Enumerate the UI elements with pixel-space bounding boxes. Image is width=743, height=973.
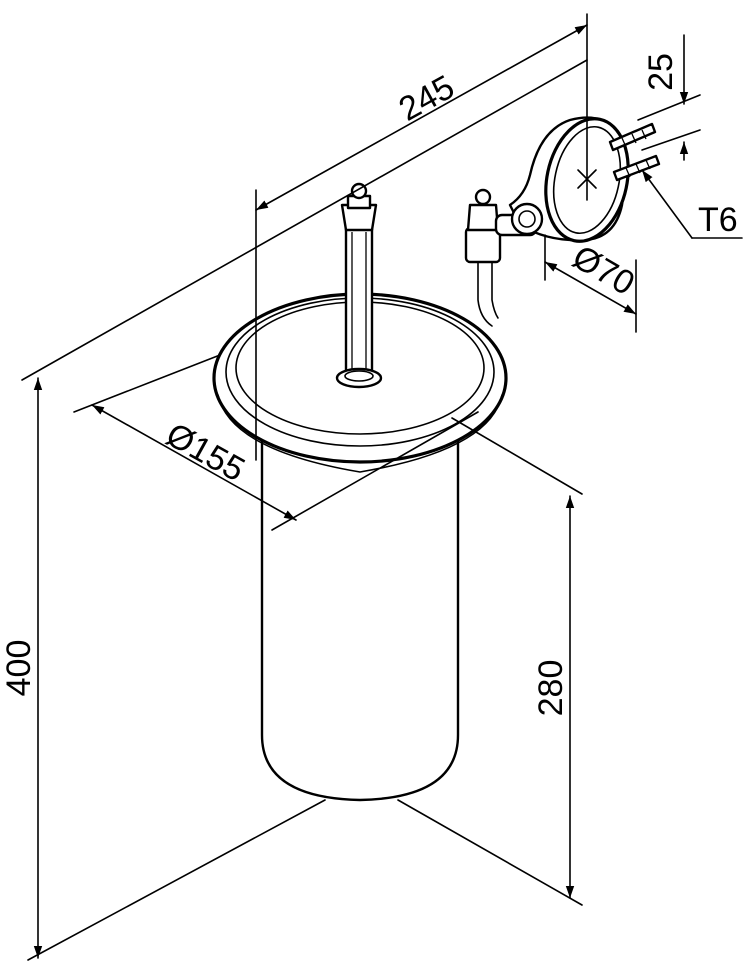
wall-screws [608, 122, 661, 182]
callout-label-t6: T6 [698, 201, 738, 239]
glass-container [260, 430, 460, 802]
dim-label-dia-70: Ø70 [566, 238, 641, 303]
dimension-400: 400 [0, 59, 588, 961]
dim-label-400: 400 [0, 640, 38, 697]
dimension-25: 25 [637, 34, 701, 161]
dim-label-25: 25 [642, 53, 680, 91]
callout-t6: T6 [641, 169, 743, 239]
dimension-280: 280 [397, 417, 583, 906]
dim-label-245: 245 [393, 68, 461, 129]
dimension-dia-70: Ø70 [544, 234, 641, 333]
dim-label-280: 280 [532, 660, 570, 717]
